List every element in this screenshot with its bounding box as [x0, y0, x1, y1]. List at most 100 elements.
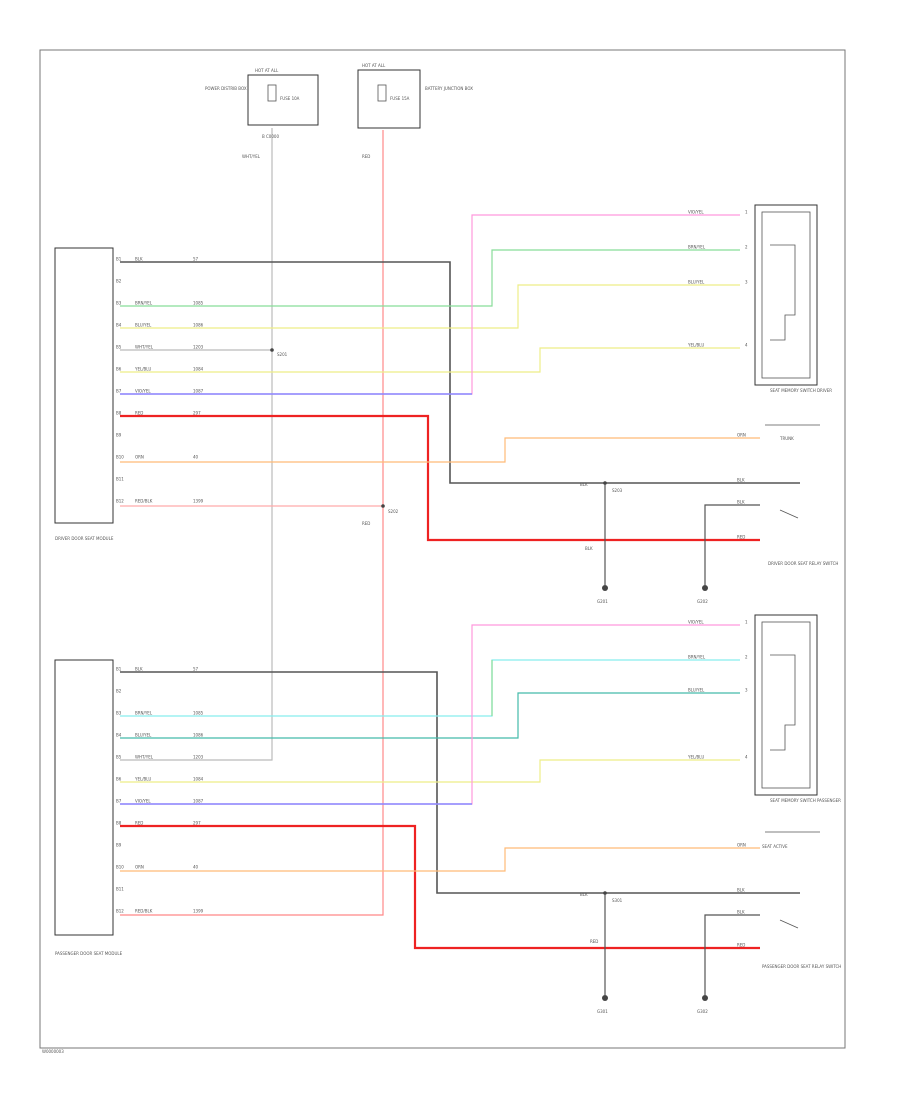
- upper-wire-label: BRN/YEL: [135, 301, 153, 306]
- upper-circuit-label: 40: [193, 455, 199, 460]
- lower-wire-label: RED/BLK: [135, 909, 153, 914]
- lower-wire-label: VIO/YEL: [135, 799, 151, 804]
- diagram-frame: [39, 49, 846, 1049]
- wire-lower-yel-blu: [120, 759, 740, 783]
- upper-blk-splice: S203: [612, 488, 623, 493]
- fuse-right-side: BATTERY JUNCTION BOX: [425, 86, 473, 91]
- upper-circuit-label: 297: [193, 411, 201, 416]
- passenger-module-label: PASSENGER DOOR SEAT MODULE: [55, 951, 123, 956]
- lower-right-wire: BLK: [737, 888, 745, 893]
- upper-pin-label: B5: [116, 345, 122, 350]
- upper-switch-pin: 1: [745, 210, 748, 215]
- splice-wht-label: S201: [277, 352, 288, 357]
- lower-pin-label: B12: [116, 909, 124, 914]
- upper-pin-label: B12: [116, 499, 124, 504]
- upper-circuit-label: 57: [193, 257, 199, 262]
- ground-g202-label: G202: [697, 599, 708, 604]
- upper-pin-label: B9: [116, 433, 122, 438]
- passenger-memory-switch: SEAT MEMORY SWITCH PASSENGER: [754, 614, 841, 803]
- lower-switch-wire: YEL/BLU: [687, 755, 704, 760]
- upper-wire-label: ORN: [135, 455, 144, 460]
- ground-g302-label: G302: [697, 1009, 708, 1014]
- driver-switch-inner: [761, 211, 811, 379]
- upper-ground-wire: BLK: [585, 546, 593, 551]
- lower-pin-label: B7: [116, 799, 122, 804]
- fuse-left: HOT AT ALL POWER DISTRIB BOX FUSE 10A B …: [205, 68, 319, 159]
- wire-lower-red: [120, 824, 760, 950]
- upper-pin-label: B11: [116, 477, 124, 482]
- fuse-left-wire: WHT/YEL: [242, 154, 261, 159]
- fuse-right-top: HOT AT ALL: [362, 63, 386, 68]
- lower-circuit-label: 1203: [193, 755, 204, 760]
- ground-g301: [602, 995, 608, 1001]
- splice-dot-upper-blk: [603, 481, 607, 485]
- lower-circuit-label: 1085: [193, 711, 204, 716]
- upper-circuit-label: 1084: [193, 367, 204, 372]
- wire-upper-yel-blu: [120, 347, 740, 373]
- lower-pin-label: B2: [116, 689, 122, 694]
- lower-circuit-label: 1084: [193, 777, 204, 782]
- driver-switch-outer: [754, 204, 818, 386]
- upper-wire-label: RED: [135, 411, 143, 416]
- fuse-right: HOT AT ALL BATTERY JUNCTION BOX FUSE 15A…: [357, 63, 473, 159]
- lower-pin-label: B10: [116, 865, 124, 870]
- ground-g301-label: G301: [597, 1009, 608, 1014]
- lower-switch-pin: 4: [745, 755, 748, 760]
- ground-g201-label: G201: [597, 599, 608, 604]
- lower-wire-label: BLU/YEL: [135, 733, 152, 738]
- upper-switch-wire: YEL/BLU: [687, 343, 704, 348]
- fuse-left-inner: FUSE 10A: [280, 96, 300, 101]
- upper-right-header: TRUNK: [779, 436, 794, 441]
- fuse-right-wire: RED: [362, 154, 370, 159]
- lower-pin-label: B3: [116, 711, 122, 716]
- wire-wht-yel-feed: [120, 128, 273, 761]
- wire-lower-vio-yel: [120, 624, 740, 805]
- wire-lower-brn-yel: [120, 659, 740, 717]
- upper-switch-pin: 3: [745, 280, 748, 285]
- fuse-right-symbol: [377, 84, 387, 102]
- lower-wire-label: WHT/YEL: [135, 755, 154, 760]
- upper-pin-label: B3: [116, 301, 122, 306]
- upper-circuit-label: 1203: [193, 345, 204, 350]
- upper-switch-pin: 4: [745, 343, 748, 348]
- passenger-switch-outer: [754, 614, 818, 796]
- upper-right-wire: BLK: [737, 478, 745, 483]
- upper-wire-label: WHT/YEL: [135, 345, 154, 350]
- passenger-module-box: [54, 659, 114, 936]
- lower-right-wire: RED: [737, 943, 745, 948]
- splice-red-label: S202: [388, 509, 399, 514]
- ground-g201: [602, 585, 608, 591]
- lower-pin-label: B6: [116, 777, 122, 782]
- upper-pin-label: B10: [116, 455, 124, 460]
- upper-switch-wire: BRN/YEL: [688, 245, 706, 250]
- wire-upper-orn: [120, 437, 760, 463]
- upper-relay-label: DRIVER DOOR SEAT RELAY SWITCH: [768, 561, 838, 566]
- upper-pin-label: B1: [116, 257, 122, 262]
- lower-right-wire: ORN: [737, 843, 746, 848]
- upper-right-wire: ORN: [737, 433, 746, 438]
- fuse-right-box: [357, 69, 421, 129]
- lower-relay-label: PASSENGER DOOR SEAT RELAY SWITCH: [762, 964, 841, 969]
- wire-upper-blu-yel: [120, 284, 740, 329]
- driver-switch-contact: [770, 244, 796, 341]
- fuse-left-symbol: [267, 84, 277, 102]
- wire-upper-red: [120, 414, 760, 542]
- upper-switch-wire: BLU/YEL: [688, 280, 705, 285]
- lower-orn-extra: SEAT ACTIVE: [762, 844, 788, 849]
- fuse-left-top: HOT AT ALL: [255, 68, 279, 73]
- lower-wire-label: BRN/YEL: [135, 711, 153, 716]
- wire-upper-ground-b: [704, 504, 760, 585]
- splice-dot-red: [381, 504, 385, 508]
- lower-blk-splice: S301: [612, 898, 623, 903]
- upper-wire-label: BLK: [135, 257, 143, 262]
- passenger-switch-inner: [761, 621, 811, 789]
- lower-relay-switch-symbol: [779, 919, 799, 929]
- grounds: G201 G202 G301 G302: [597, 585, 708, 1014]
- upper-pin-label: B6: [116, 367, 122, 372]
- wire-lower-ground-b: [704, 914, 760, 995]
- lower-switch-wire: VIO/YEL: [688, 620, 704, 625]
- lower-pin-label: B9: [116, 843, 122, 848]
- passenger-switch-label: SEAT MEMORY SWITCH PASSENGER: [770, 798, 841, 803]
